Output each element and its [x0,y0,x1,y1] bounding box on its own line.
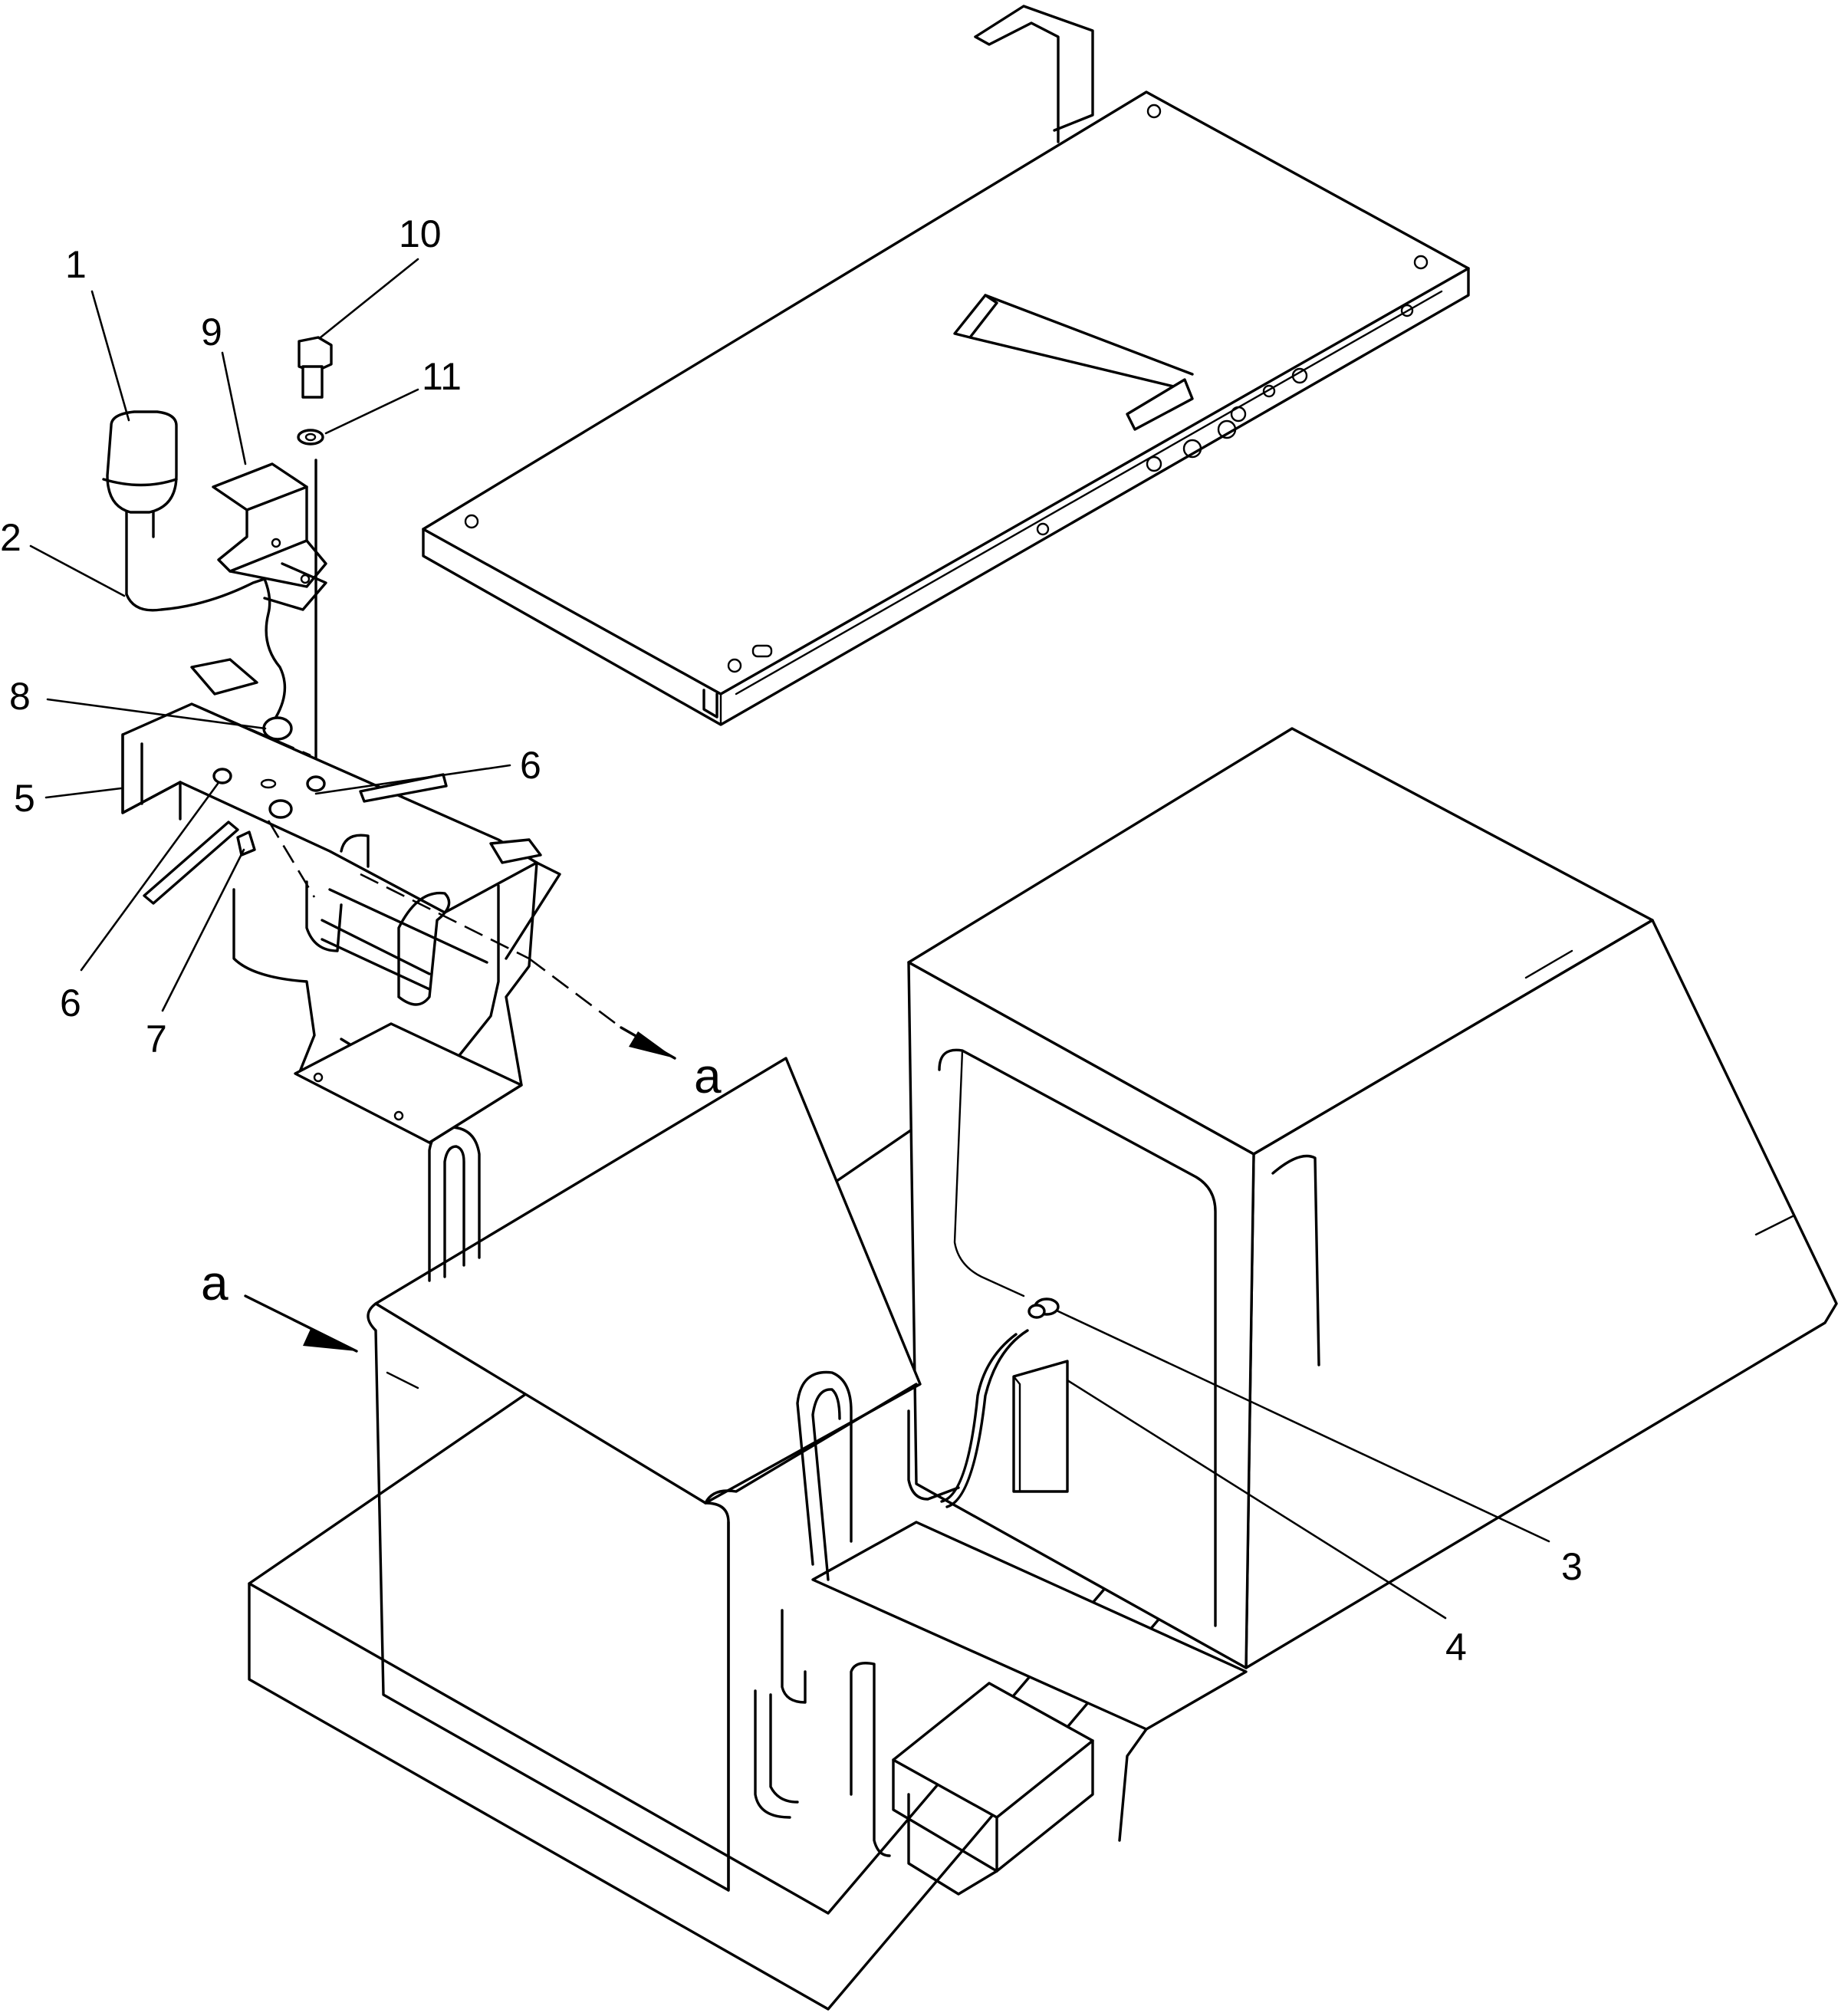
leader-lines [29,258,1550,1620]
callout-4: 4 [1445,1626,1467,1669]
beacon-bracket-assembly [102,336,622,1144]
view-label-a-upper: a [694,1048,722,1103]
callout-3: 3 [1561,1545,1583,1588]
view-arrow-a-lower: a [201,1255,358,1353]
callouts: 1 2 3 4 5 6 6 7 8 9 10 11 [0,212,1583,1669]
view-arrow-a-upper: a [620,1026,722,1103]
cab-body [248,727,1838,2011]
callout-9: 9 [201,311,222,354]
callout-5: 5 [14,777,35,820]
callout-10: 10 [399,212,442,255]
callout-6-left: 6 [60,982,81,1024]
callout-1: 1 [65,243,87,286]
callout-2: 2 [0,516,21,559]
callout-7: 7 [146,1018,167,1061]
callout-11: 11 [422,355,462,398]
roof-panel [422,5,1470,726]
callout-6-right: 6 [520,744,541,787]
view-label-a-lower: a [201,1255,229,1311]
callout-8: 8 [9,675,31,718]
